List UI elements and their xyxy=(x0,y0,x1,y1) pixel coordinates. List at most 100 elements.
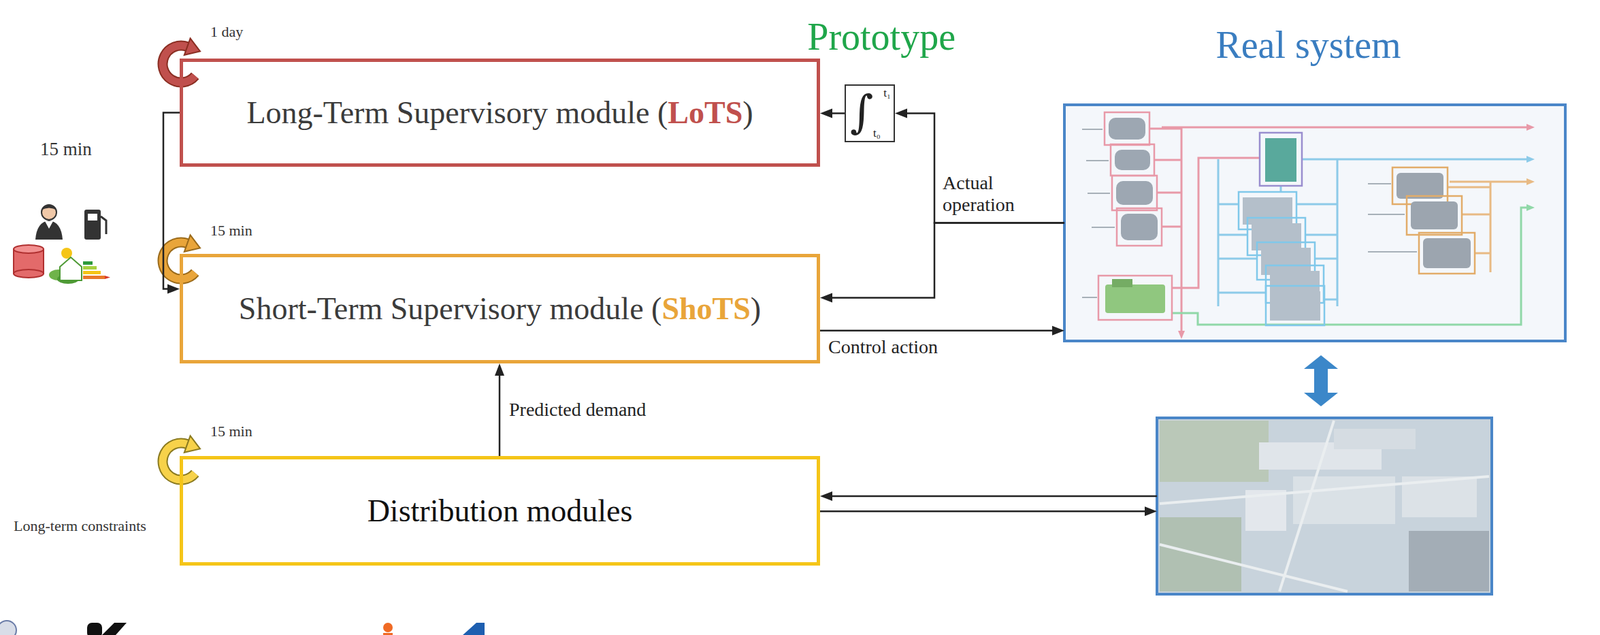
connector-line xyxy=(820,329,1058,332)
plant-schematic-part-part-part xyxy=(1396,172,1444,199)
arrowhead xyxy=(1052,325,1065,336)
constraints-label: 15 min xyxy=(14,138,118,160)
connector xyxy=(494,363,505,456)
plant-schematic-part xyxy=(1082,112,1535,339)
plant-schematic-part-part-part xyxy=(1392,167,1448,205)
integral-limit: t₀ xyxy=(873,127,881,139)
plant-schematic-part-part-part xyxy=(1296,159,1338,307)
arrowhead xyxy=(1144,506,1157,516)
cycle-icon-part xyxy=(162,242,196,280)
connector-line xyxy=(901,113,1065,224)
cycle-icon-part xyxy=(184,234,201,252)
plant-schematic-part-part-part xyxy=(1265,285,1325,326)
plant-schematic-part-part-part xyxy=(1112,175,1157,211)
arrowhead xyxy=(820,491,833,501)
constraint-icons-part xyxy=(83,266,97,270)
connector-line xyxy=(163,112,180,290)
plant-schematic-part-part-part xyxy=(1265,138,1297,182)
box-label: Distribution modules xyxy=(367,492,633,530)
constraint-icons-part xyxy=(83,261,93,265)
integral-limit: t₁ xyxy=(883,87,891,99)
constraint-icons xyxy=(13,204,111,284)
site-photo xyxy=(1156,417,1492,595)
logos xyxy=(0,620,485,635)
connector xyxy=(820,491,1157,501)
plant-schematic-part-part-part xyxy=(1114,149,1151,171)
plant-schematic-part-part-part xyxy=(1149,128,1182,227)
plant-schematic-part-part-part xyxy=(1259,132,1302,186)
plant-schematic-part-part-part xyxy=(1108,117,1146,140)
constraint-icons-part xyxy=(13,249,44,274)
supervisory-module: Long-Term Supervisory module (LoTS) xyxy=(179,58,821,167)
plant-schematic xyxy=(1064,104,1566,341)
constraint-icons-part xyxy=(44,221,54,229)
site-photo-part-part xyxy=(1408,530,1490,592)
cycle-icon-part xyxy=(162,443,196,480)
region-title: Prototype xyxy=(807,14,956,59)
plant-schematic-part-part-part xyxy=(1161,126,1528,129)
plant-schematic-part-part xyxy=(1098,112,1475,326)
constraint-icons-part xyxy=(100,216,107,235)
region-title: Real system xyxy=(1020,23,1596,67)
plant-schematic-part-part-part xyxy=(1116,181,1153,205)
prototype-region: PrototypeLong-Term Supervisory module (L… xyxy=(8,5,989,384)
constraint-icons-part xyxy=(40,205,58,211)
edge-label: Predicted demand xyxy=(509,398,646,421)
connector xyxy=(163,112,180,295)
supervisory-module: Short-Term Supervisory module (ShoTS) xyxy=(179,253,821,364)
region-shape xyxy=(8,5,989,384)
cycle-icon-part xyxy=(162,443,196,480)
logos-part xyxy=(87,622,103,635)
constraint-icons-part xyxy=(49,269,69,281)
plant-schematic-part-part xyxy=(1526,204,1535,211)
site-photo-part-part xyxy=(1159,517,1242,592)
logos-part xyxy=(383,622,393,633)
plant-schematic-part-part-part xyxy=(1238,191,1297,230)
plant-schematic-part-part xyxy=(1526,155,1535,163)
constraint-icons-part xyxy=(84,209,101,240)
arrowhead xyxy=(820,292,833,303)
plant-schematic-part-part xyxy=(1178,330,1185,339)
constraint-icons-part xyxy=(87,213,98,221)
edge-label: Actual operation xyxy=(942,172,1038,216)
connector-line xyxy=(826,112,845,115)
plant-schematic-part-part-part xyxy=(1256,242,1315,280)
plant-schematic-part-part-part xyxy=(1269,270,1320,299)
plant-schematic-part-part-part xyxy=(1082,129,1417,298)
plant-schematic-part-part-part xyxy=(1098,275,1172,320)
plant-schematic-part-part-part xyxy=(1120,213,1158,241)
plant-schematic-part-part-part xyxy=(1251,223,1302,251)
connector-line xyxy=(498,370,501,456)
plant-schematic-part-part-part xyxy=(1112,279,1133,288)
plant-schematic-part-part-part xyxy=(1242,197,1293,225)
constraint-icons-part xyxy=(83,275,105,280)
acronym: ShoTS xyxy=(661,291,750,326)
plant-schematic-part-part xyxy=(1526,178,1535,186)
arrowhead xyxy=(494,363,505,376)
plant-schematic-part-part-part xyxy=(1447,181,1491,273)
site-photo-part-part xyxy=(1159,420,1490,592)
connector xyxy=(820,223,1065,303)
logos-part xyxy=(0,620,17,635)
plant-schematic-part-part xyxy=(1171,207,1528,325)
arrowhead xyxy=(167,284,180,295)
region-shape xyxy=(1020,5,1596,631)
plant-schematic-part-part-part xyxy=(1171,207,1528,325)
plant-schematic-part-part-part xyxy=(1171,157,1260,288)
plant-schematic-part-part xyxy=(1447,181,1528,273)
edge-label: Control action xyxy=(828,336,938,358)
cycle-icon-part xyxy=(184,435,201,452)
site-photo-part xyxy=(1156,417,1492,595)
box-label: Short-Term Supervisory module (ShoTS) xyxy=(238,289,761,328)
plant-schematic-part-part xyxy=(1218,159,1528,307)
plant-schematic-part xyxy=(1064,104,1566,341)
connector-line xyxy=(826,223,1065,299)
cycle-icon-part xyxy=(184,38,201,55)
logos-part xyxy=(102,622,127,635)
note: Long-term constraints xyxy=(13,517,147,535)
connector xyxy=(820,506,1157,516)
plant-schematic-part-part-part xyxy=(1269,291,1321,321)
site-photo-part-part xyxy=(1259,442,1382,470)
period-label: 15 min xyxy=(210,221,253,240)
plant-schematic-part-part xyxy=(1082,129,1417,298)
